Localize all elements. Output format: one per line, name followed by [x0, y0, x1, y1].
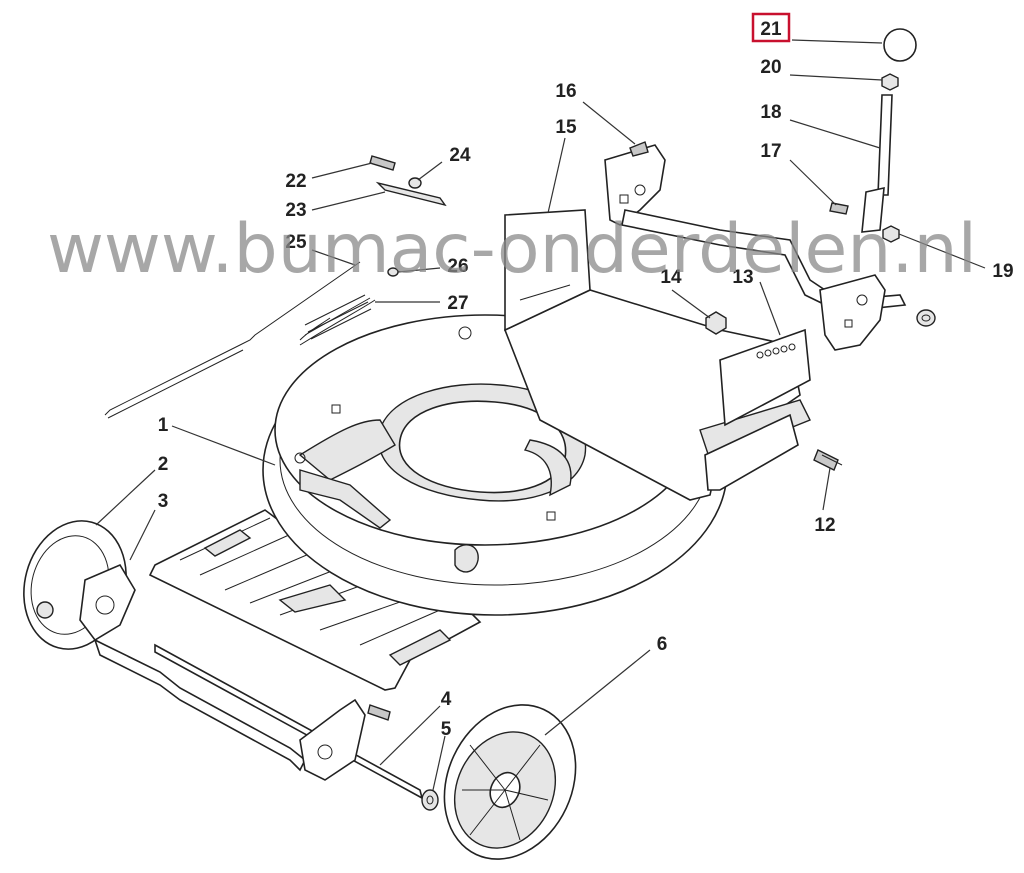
callout-20: 20: [760, 57, 781, 78]
callout-5: 5: [441, 719, 452, 740]
highlight-box: [751, 12, 791, 43]
callout-3: 3: [158, 491, 169, 512]
callout-2: 2: [158, 454, 169, 475]
callout-22: 22: [285, 171, 306, 192]
callout-4: 4: [441, 689, 452, 710]
watermark-text: www.bumac-onderdelen.nl: [47, 210, 977, 289]
callout-1: 1: [158, 415, 169, 436]
callout-15: 15: [555, 117, 577, 138]
callout-23: 23: [285, 200, 306, 221]
rear-height-adjuster: [604, 28, 936, 471]
cable-spring-assembly: [104, 155, 447, 419]
callout-21: 21: [760, 19, 782, 40]
callout-12: 12: [814, 515, 835, 536]
callout-27: 27: [447, 293, 468, 314]
callout-19: 19: [992, 261, 1013, 282]
leader-lines: [95, 39, 986, 791]
rear-housing: [503, 209, 811, 501]
callout-24: 24: [449, 145, 471, 166]
front-axle-assembly: [23, 520, 577, 860]
callout-26: 26: [447, 256, 468, 277]
callout-labels: 21 20 18 17 19 16 15 14 13 24 22 23 25 2…: [158, 12, 1014, 740]
callout-25: 25: [285, 232, 307, 253]
callout-17: 17: [760, 141, 781, 162]
callout-13: 13: [732, 267, 753, 288]
callout-18: 18: [760, 102, 781, 123]
callout-16: 16: [555, 81, 576, 102]
callout-14: 14: [660, 267, 682, 288]
callout-6: 6: [657, 634, 668, 655]
